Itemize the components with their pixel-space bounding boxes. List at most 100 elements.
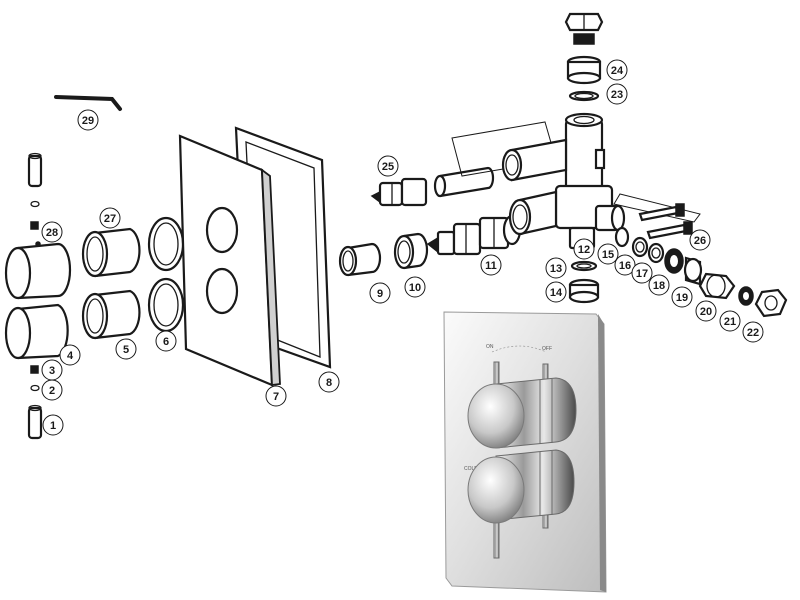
part-11-thermostatic-cartridge bbox=[426, 214, 522, 256]
svg-text:28: 28 bbox=[46, 227, 58, 239]
svg-text:9: 9 bbox=[377, 288, 383, 300]
part-13-washer bbox=[570, 260, 598, 272]
callout-20: 20 bbox=[695, 300, 717, 322]
svg-text:7: 7 bbox=[273, 391, 279, 403]
svg-text:27: 27 bbox=[104, 213, 116, 225]
svg-text:25: 25 bbox=[382, 161, 394, 173]
svg-text:24: 24 bbox=[611, 65, 624, 77]
part-25-diverter-cartridge bbox=[370, 177, 428, 207]
label-on: ON bbox=[486, 344, 494, 350]
callout-24: 24 bbox=[606, 59, 628, 81]
part-10-nut bbox=[393, 232, 429, 270]
svg-text:18: 18 bbox=[653, 280, 665, 292]
callout-6: 6 bbox=[155, 330, 177, 352]
valve-body bbox=[501, 112, 626, 250]
part-7-cover-plate bbox=[178, 134, 281, 387]
part-1-pin bbox=[27, 404, 43, 440]
callout-17: 17 bbox=[631, 262, 653, 284]
callout-1: 1 bbox=[42, 414, 64, 436]
assembled-valve-photo: ON OFF COLD bbox=[443, 311, 607, 593]
svg-text:14: 14 bbox=[550, 287, 563, 299]
callout-3: 3 bbox=[41, 359, 63, 381]
svg-text:19: 19 bbox=[676, 292, 688, 304]
part-14-fitting bbox=[568, 278, 600, 304]
callout-2: 2 bbox=[41, 379, 63, 401]
svg-text:1: 1 bbox=[50, 420, 56, 432]
part-3-grub-screw bbox=[30, 365, 39, 374]
callout-27: 27 bbox=[99, 207, 121, 229]
callout-5: 5 bbox=[115, 338, 137, 360]
callout-12: 12 bbox=[573, 238, 595, 260]
svg-text:11: 11 bbox=[485, 260, 497, 272]
part-5-sleeve bbox=[81, 289, 141, 340]
part-2-o-ring bbox=[30, 384, 40, 392]
callout-4: 4 bbox=[59, 344, 81, 366]
svg-text:20: 20 bbox=[700, 306, 712, 318]
svg-text:4: 4 bbox=[67, 350, 74, 362]
part-26-screw-b bbox=[646, 221, 693, 240]
label-off: OFF bbox=[542, 346, 552, 352]
part-22-nut bbox=[754, 288, 788, 318]
callout-16: 16 bbox=[614, 254, 636, 276]
part-24-compression-fitting bbox=[566, 55, 602, 85]
svg-text:29: 29 bbox=[82, 115, 94, 127]
callout-15: 15 bbox=[597, 243, 619, 265]
svg-text:5: 5 bbox=[123, 344, 129, 356]
part-9-adaptor bbox=[338, 242, 382, 277]
callout-11: 11 bbox=[480, 254, 502, 276]
callout-18: 18 bbox=[648, 274, 670, 296]
callout-7: 7 bbox=[265, 385, 287, 407]
svg-text:22: 22 bbox=[747, 327, 759, 339]
faceplate bbox=[443, 311, 607, 593]
svg-text:21: 21 bbox=[724, 316, 736, 328]
svg-text:17: 17 bbox=[636, 268, 648, 280]
svg-text:15: 15 bbox=[602, 249, 614, 261]
lower-handle bbox=[467, 449, 575, 524]
svg-text:12: 12 bbox=[578, 244, 590, 256]
callout-23: 23 bbox=[606, 83, 628, 105]
callout-19: 19 bbox=[671, 286, 693, 308]
upper-handle bbox=[467, 377, 577, 449]
part-15-washer bbox=[614, 226, 630, 248]
svg-text:8: 8 bbox=[326, 377, 332, 389]
callout-13: 13 bbox=[545, 257, 567, 279]
part-16-o-ring bbox=[631, 236, 649, 258]
part-o-ring-top bbox=[30, 200, 40, 208]
part-pin-top bbox=[27, 152, 43, 188]
callout-29: 29 bbox=[77, 109, 99, 131]
svg-text:6: 6 bbox=[163, 336, 169, 348]
part-extension-tube bbox=[433, 166, 495, 198]
part-6-ring-upper bbox=[147, 216, 185, 272]
svg-text:2: 2 bbox=[49, 385, 55, 397]
part-4-handle-upper bbox=[4, 241, 72, 300]
part-4-handle-lower bbox=[4, 303, 69, 360]
part-17-o-ring bbox=[647, 242, 665, 264]
part-27-sleeve bbox=[81, 227, 141, 278]
part-26-screw-a bbox=[638, 203, 685, 222]
callout-28: 28 bbox=[41, 221, 63, 243]
part-29-allen-key bbox=[54, 95, 122, 111]
part-top-nut bbox=[564, 12, 604, 45]
part-21-washer bbox=[738, 286, 754, 306]
part-6-ring-lower bbox=[147, 277, 185, 333]
callout-22: 22 bbox=[742, 321, 764, 343]
part-20-nut bbox=[698, 272, 736, 300]
svg-text:13: 13 bbox=[550, 263, 562, 275]
callout-8: 8 bbox=[318, 371, 340, 393]
part-23-washer bbox=[568, 90, 600, 102]
callout-14: 14 bbox=[545, 281, 567, 303]
svg-text:10: 10 bbox=[409, 282, 421, 294]
svg-text:23: 23 bbox=[611, 89, 623, 101]
label-cold: COLD bbox=[464, 466, 478, 472]
callout-9: 9 bbox=[369, 282, 391, 304]
callout-26: 26 bbox=[689, 229, 711, 251]
svg-text:26: 26 bbox=[694, 235, 706, 247]
part-19-adaptor bbox=[683, 256, 703, 286]
callout-25: 25 bbox=[377, 155, 399, 177]
svg-text:3: 3 bbox=[49, 365, 55, 377]
callout-21: 21 bbox=[719, 310, 741, 332]
part-28-grub-screw bbox=[30, 221, 39, 230]
part-18-seal bbox=[664, 248, 684, 274]
callout-10: 10 bbox=[404, 276, 426, 298]
